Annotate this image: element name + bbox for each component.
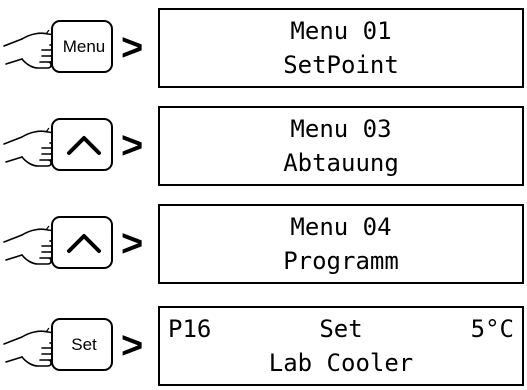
display-line-2: SetPoint bbox=[283, 51, 399, 79]
up-key[interactable] bbox=[51, 118, 113, 171]
display-field-left: P16 bbox=[168, 315, 212, 343]
menu-key[interactable]: Menu bbox=[51, 20, 113, 73]
lcd-display: Menu 03 Abtauung bbox=[158, 106, 524, 186]
key-label: Menu bbox=[62, 37, 106, 56]
display-line-2: Lab Cooler bbox=[268, 349, 414, 377]
caret-up-icon bbox=[67, 233, 101, 253]
next-arrow: > bbox=[121, 223, 144, 265]
display-line-1: Menu 04 bbox=[290, 213, 392, 241]
up-key[interactable] bbox=[51, 216, 113, 269]
step-row: > Menu 04 Programm bbox=[0, 204, 527, 284]
key-label: Set bbox=[71, 335, 97, 354]
lcd-display: Menu 01 SetPoint bbox=[158, 8, 524, 88]
display-line-1: Menu 03 bbox=[290, 115, 392, 143]
display-line-2: Programm bbox=[283, 247, 399, 275]
display-line-2: Abtauung bbox=[283, 149, 399, 177]
caret-up-icon bbox=[67, 135, 101, 155]
display-line-1: Menu 01 bbox=[290, 17, 392, 45]
step-row: > Menu 03 Abtauung bbox=[0, 106, 527, 186]
step-row: Menu > Menu 01 SetPoint bbox=[0, 8, 527, 88]
display-field-right: 5°C bbox=[470, 315, 514, 343]
lcd-display: P16 Set 5°C Lab Cooler bbox=[158, 306, 524, 386]
next-arrow: > bbox=[121, 325, 144, 367]
set-key[interactable]: Set bbox=[51, 318, 113, 371]
next-arrow: > bbox=[121, 27, 144, 69]
display-field-center: Set bbox=[319, 315, 363, 343]
next-arrow: > bbox=[121, 125, 144, 167]
lcd-display: Menu 04 Programm bbox=[158, 204, 524, 284]
